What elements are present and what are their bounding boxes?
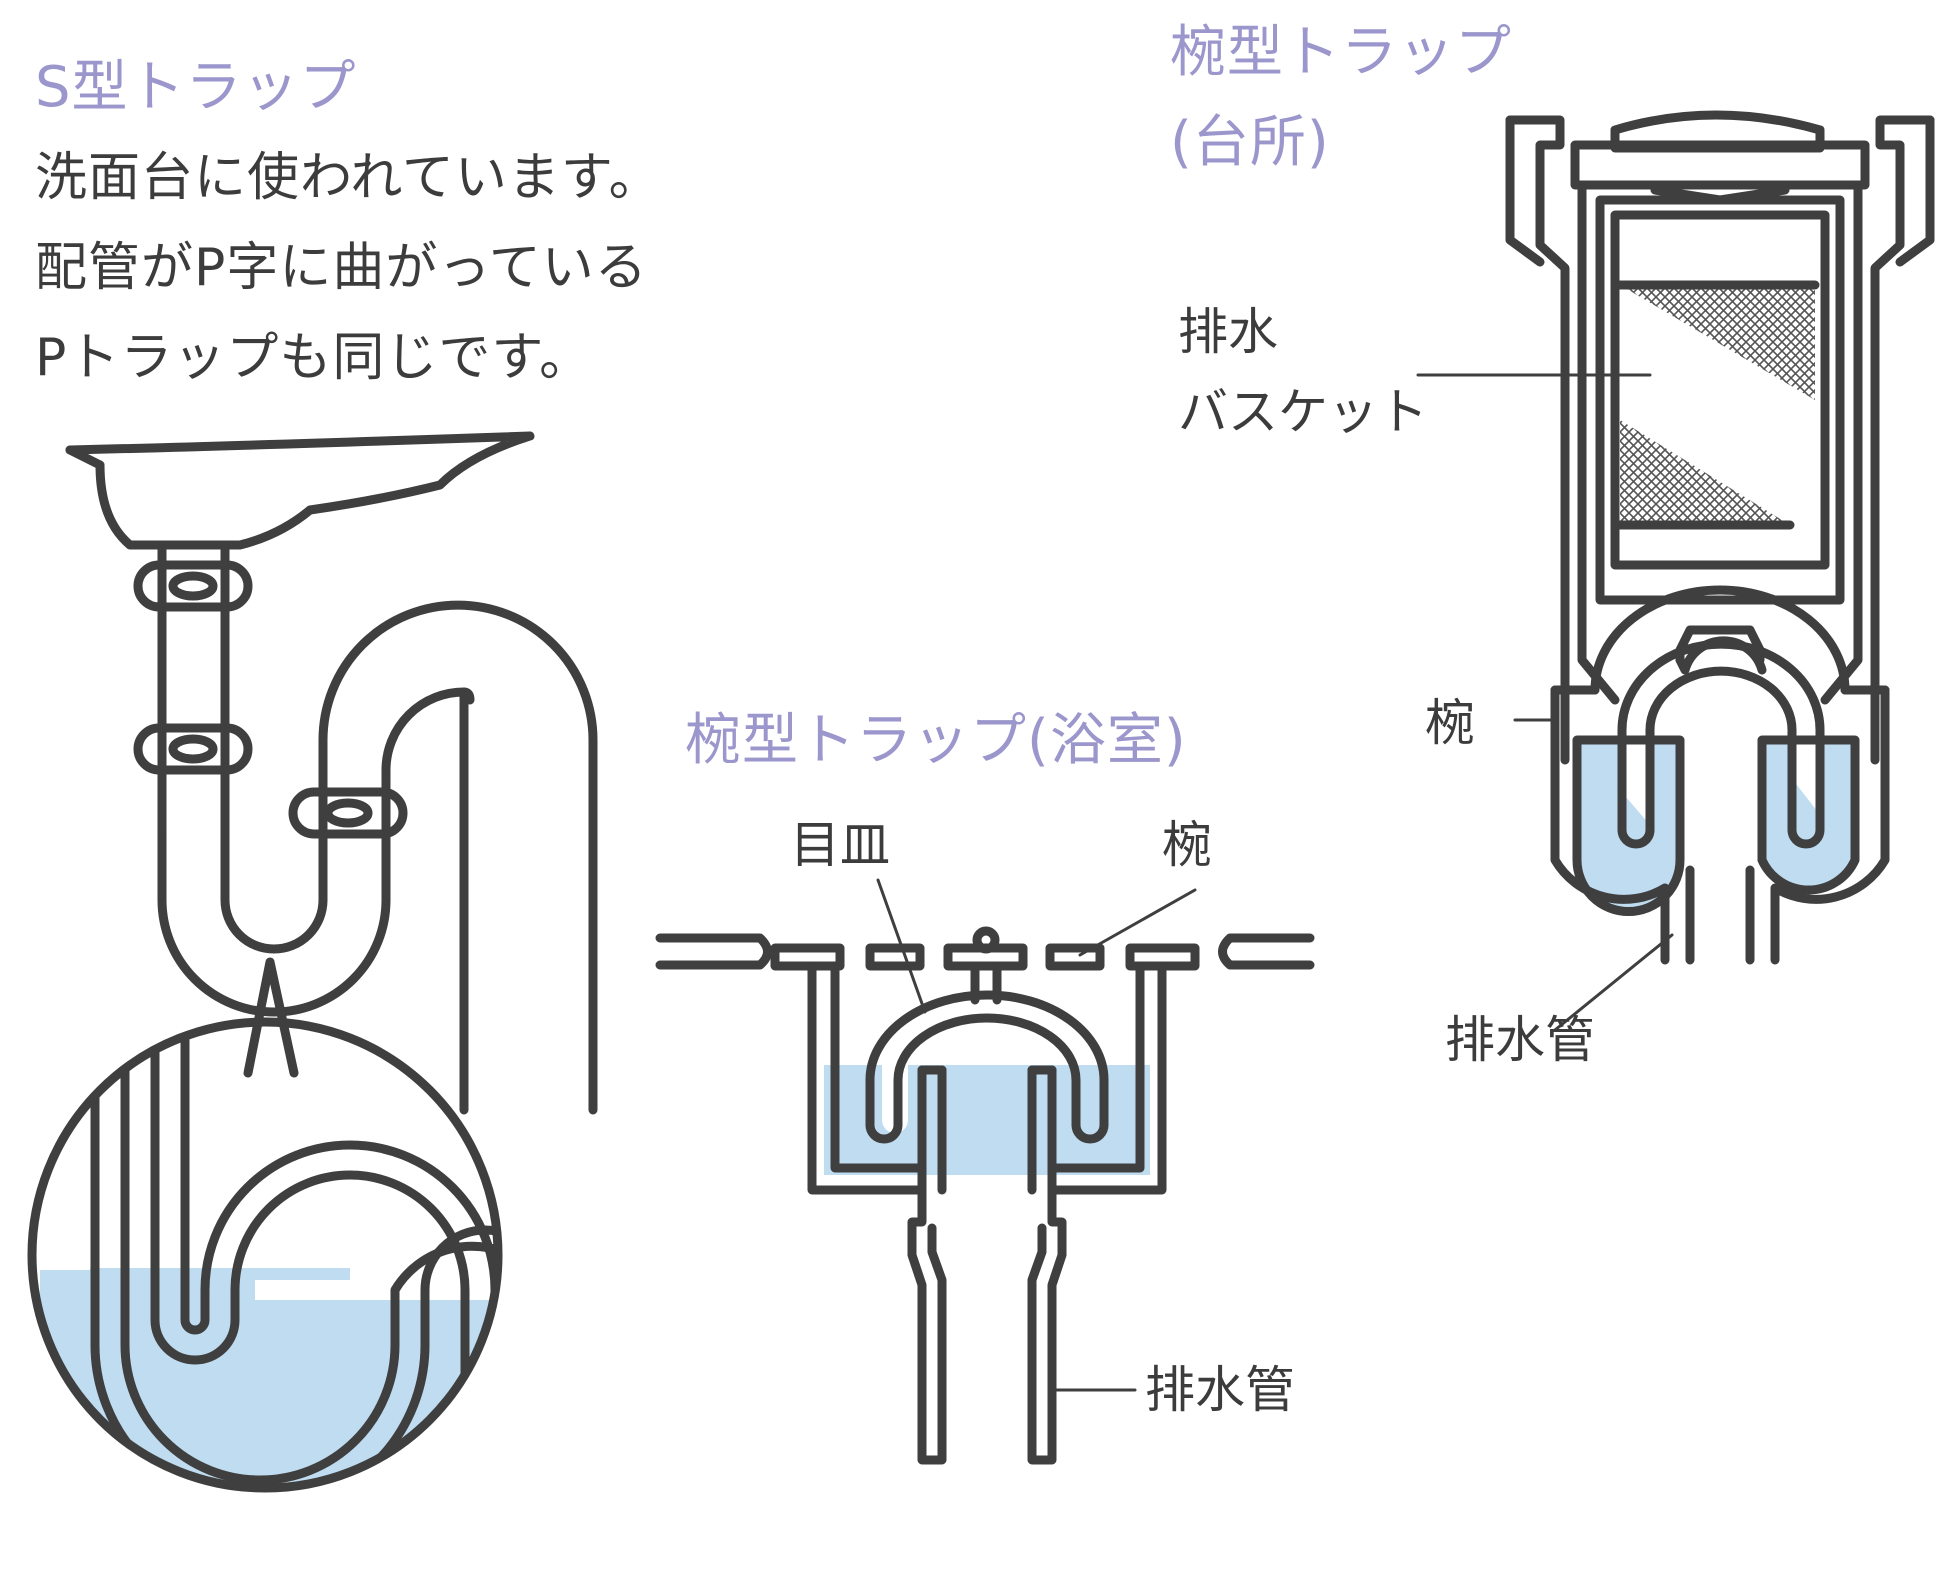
- bath-trap-title: 椀型トラップ(浴室): [685, 708, 1187, 773]
- s-trap-description-line-3: Pトラップも同じです。: [35, 328, 593, 388]
- strainer-label: 目皿: [790, 816, 890, 874]
- s-trap-title: S型トラップ: [35, 55, 357, 120]
- kitchen-trap-title-line-2: (台所): [1170, 110, 1330, 175]
- leader-lines: [876, 373, 1674, 1392]
- basket-label-line-2: バスケット: [1178, 383, 1428, 441]
- bath-drain-pipe-label: 排水管: [1145, 1361, 1295, 1419]
- s-trap-description-line-1: 洗面台に使われています。: [35, 148, 662, 208]
- s-trap-illustration: [65, 431, 598, 1115]
- bath-bowl-trap-illustration: [655, 926, 1315, 1465]
- basket-label-line-1: 排水: [1178, 303, 1278, 361]
- s-trap-description-line-2: 配管がP字に曲がっている: [35, 238, 648, 298]
- bath-bowl-label: 椀: [1162, 816, 1212, 874]
- kitchen-bowl-trap-illustration: [1505, 110, 1935, 965]
- kitchen-bowl-label: 椀: [1425, 694, 1475, 752]
- kitchen-trap-title-line-1: 椀型トラップ: [1170, 20, 1512, 85]
- kitchen-drain-pipe-label: 排水管: [1445, 1011, 1595, 1069]
